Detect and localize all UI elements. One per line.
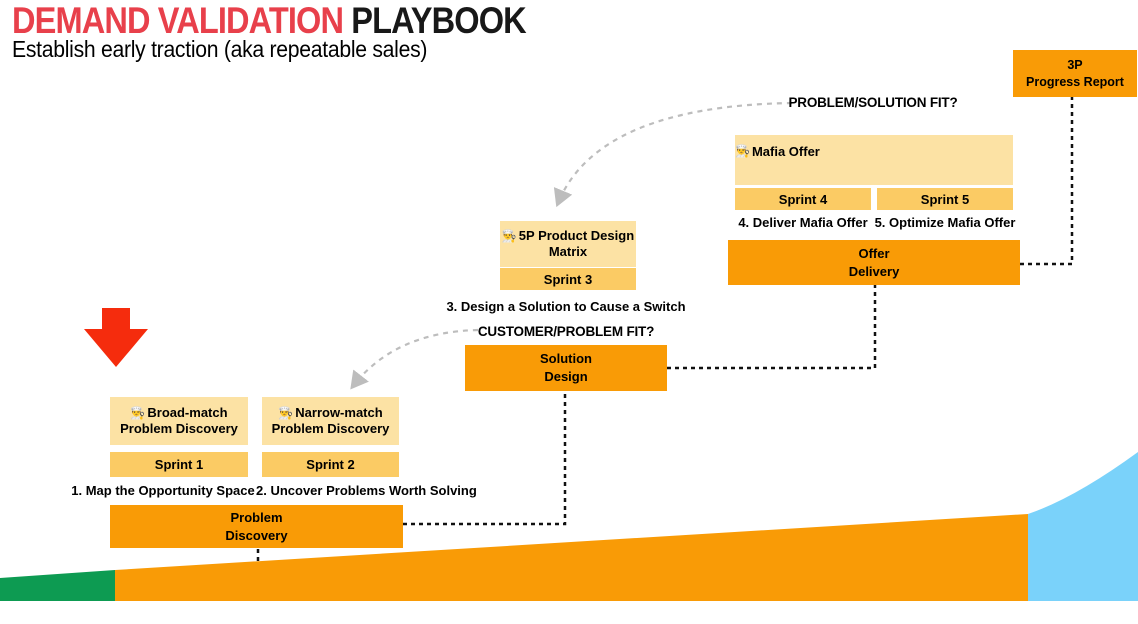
traction-curve-blue	[1028, 452, 1138, 601]
stage-offer-delivery: Offer Delivery	[728, 240, 1020, 285]
connector-offer-delivery-to-progress-report	[1020, 97, 1074, 266]
card-title-text: Broad-match	[147, 404, 228, 420]
sprint-4-tab: Sprint 4	[735, 188, 871, 210]
chef-emoji: 👨‍🍳	[501, 228, 517, 243]
card-broad-match-problem-discovery: 👨‍🍳Broad-match Problem Discovery	[110, 397, 248, 445]
sprint-3-tab: Sprint 3	[500, 268, 636, 290]
step-3-caption: 3. Design a Solution to Cause a Switch	[446, 299, 686, 314]
step-2-caption: 2. Uncover Problems Worth Solving	[256, 483, 477, 498]
card-title-text: Mafia Offer	[751, 144, 820, 159]
card-title-text: Problem Discovery	[120, 421, 238, 436]
card-title-text: Problem Discovery	[271, 421, 390, 436]
stage-label-line: Progress Report	[1026, 74, 1124, 89]
chef-emoji: 👨‍🍳	[130, 405, 146, 420]
loop-problem-solution-fit-to-5p-matrix	[553, 101, 793, 208]
card-title-text: 5P Product Design	[518, 227, 635, 243]
stage-label-line: 3P	[1067, 57, 1083, 72]
stage-label-line: Discovery	[225, 527, 288, 543]
stage-label-line: Delivery	[848, 263, 900, 279]
connector-solution-design-to-offer-delivery	[667, 285, 877, 370]
stage-label-line: Offer	[858, 245, 890, 261]
ramp-orange-slope	[115, 514, 1028, 601]
step-5-caption: 5. Optimize Mafia Offer	[874, 215, 1016, 230]
sprint-5-tab: Sprint 5	[877, 188, 1013, 210]
card-mafia-offer: 👨‍🍳Mafia Offer	[735, 135, 1013, 185]
page-subtitle: Establish early traction (aka repeatable…	[12, 36, 428, 62]
stage-3p-progress-report: 3P Progress Report	[1013, 50, 1137, 97]
sprint-1-tab: Sprint 1	[110, 452, 248, 477]
connector-problem-discovery-to-solution-design	[403, 391, 567, 526]
stage-label-line: Design	[544, 369, 588, 384]
chef-emoji: 👨‍🍳	[735, 144, 750, 158]
page-title-rest: PLAYBOOK	[343, 0, 526, 41]
stage-solution-design: Solution Design	[465, 345, 667, 391]
stage-label-line: Problem	[230, 509, 283, 525]
card-title-line: 👨‍🍳Broad-match	[130, 405, 227, 421]
card-title-line: 👨‍🍳5P Product Design	[502, 228, 634, 244]
step-1-caption: 1. Map the Opportunity Space	[71, 483, 255, 498]
step-4-caption: 4. Deliver Mafia Offer	[738, 215, 868, 230]
card-title-text: Matrix	[548, 244, 588, 259]
start-here-down-arrow	[84, 308, 148, 367]
card-title-line: 👨‍🍳Narrow-match	[278, 405, 382, 421]
page-title-accent: DEMAND VALIDATION	[12, 0, 344, 41]
ramp-green-wedge	[0, 570, 115, 601]
loop-customer-problem-fit-to-narrow-match	[350, 328, 479, 390]
stage-problem-discovery: Problem Discovery	[110, 505, 403, 548]
card-narrow-match-problem-discovery: 👨‍🍳Narrow-match Problem Discovery	[262, 397, 399, 445]
card-title-text: Narrow-match	[295, 404, 383, 420]
problem-solution-fit-label: PROBLEM/SOLUTION FIT?	[788, 95, 958, 110]
customer-problem-fit-label: CUSTOMER/PROBLEM FIT?	[477, 324, 655, 339]
sprint-2-tab: Sprint 2	[262, 452, 399, 477]
page-title: DEMAND VALIDATION PLAYBOOK	[12, 0, 527, 41]
card-5p-product-design-matrix: 👨‍🍳5P Product Design Matrix	[500, 221, 636, 267]
chef-emoji: 👨‍🍳	[278, 405, 294, 420]
stage-label-line: Solution	[540, 351, 592, 367]
